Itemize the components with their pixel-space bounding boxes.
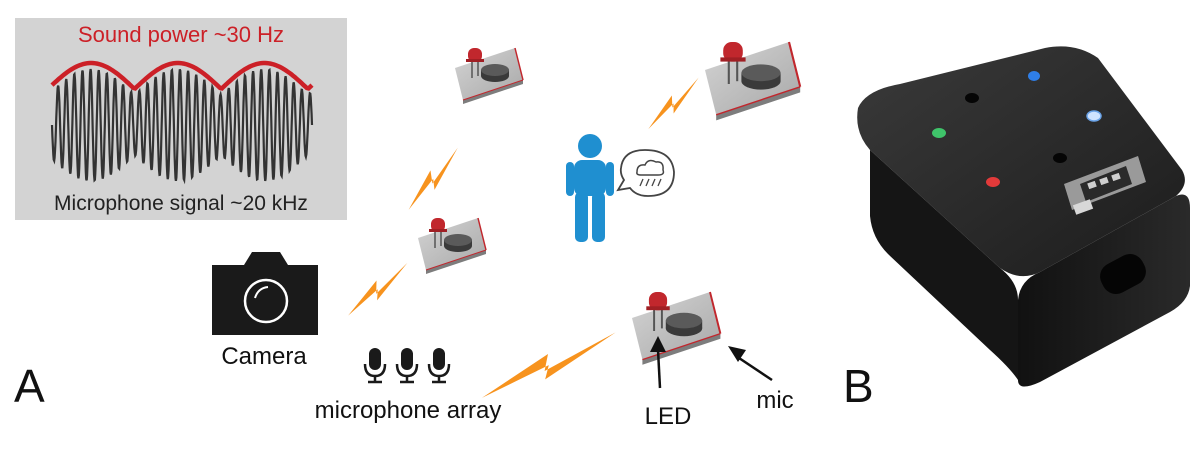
- lightning-icon: [395, 147, 472, 210]
- microphone-icon: [395, 346, 419, 384]
- camera-label: Camera: [221, 343, 307, 370]
- panel-label-a: A: [14, 360, 45, 412]
- led-red: [986, 177, 1000, 187]
- sound-power-envelope: [50, 60, 314, 91]
- microphone-signal-waveform: [50, 67, 314, 185]
- led-label: LED: [645, 403, 692, 430]
- mic-arrow: [728, 346, 773, 382]
- sensor-node-bottom: [631, 291, 722, 366]
- lightning-icon: [640, 77, 708, 130]
- microphone-array-label: microphone array: [315, 397, 502, 424]
- microphone-signal-label: Microphone signal ~20 kHz: [54, 192, 308, 215]
- led-white: [1086, 110, 1102, 122]
- switch: [1064, 156, 1146, 215]
- microphone-array-icon: [363, 346, 451, 384]
- person-icon: [566, 134, 614, 242]
- camera-icon: [212, 252, 318, 335]
- microphone-icon: [427, 346, 451, 384]
- sensor-node-top-right: [703, 40, 802, 122]
- rain-cloud-speech-bubble-icon: [616, 149, 675, 197]
- sensor-node-top: [454, 47, 524, 105]
- mic-label: mic: [756, 387, 793, 414]
- panel-label-b: B: [843, 360, 874, 412]
- sound-power-label: Sound power ~30 Hz: [78, 22, 284, 47]
- lightning-icon: [342, 262, 414, 316]
- led-arrow: [650, 336, 666, 389]
- device-enclosure: [857, 46, 1190, 387]
- microphone-icon: [363, 346, 387, 384]
- led-blue: [1028, 71, 1040, 81]
- led-green: [932, 128, 946, 138]
- signal-inset: Sound power ~30 Hz Microphone signal ~20…: [15, 18, 347, 220]
- sensor-node-middle: [417, 217, 487, 275]
- lightning-icon: [478, 332, 620, 398]
